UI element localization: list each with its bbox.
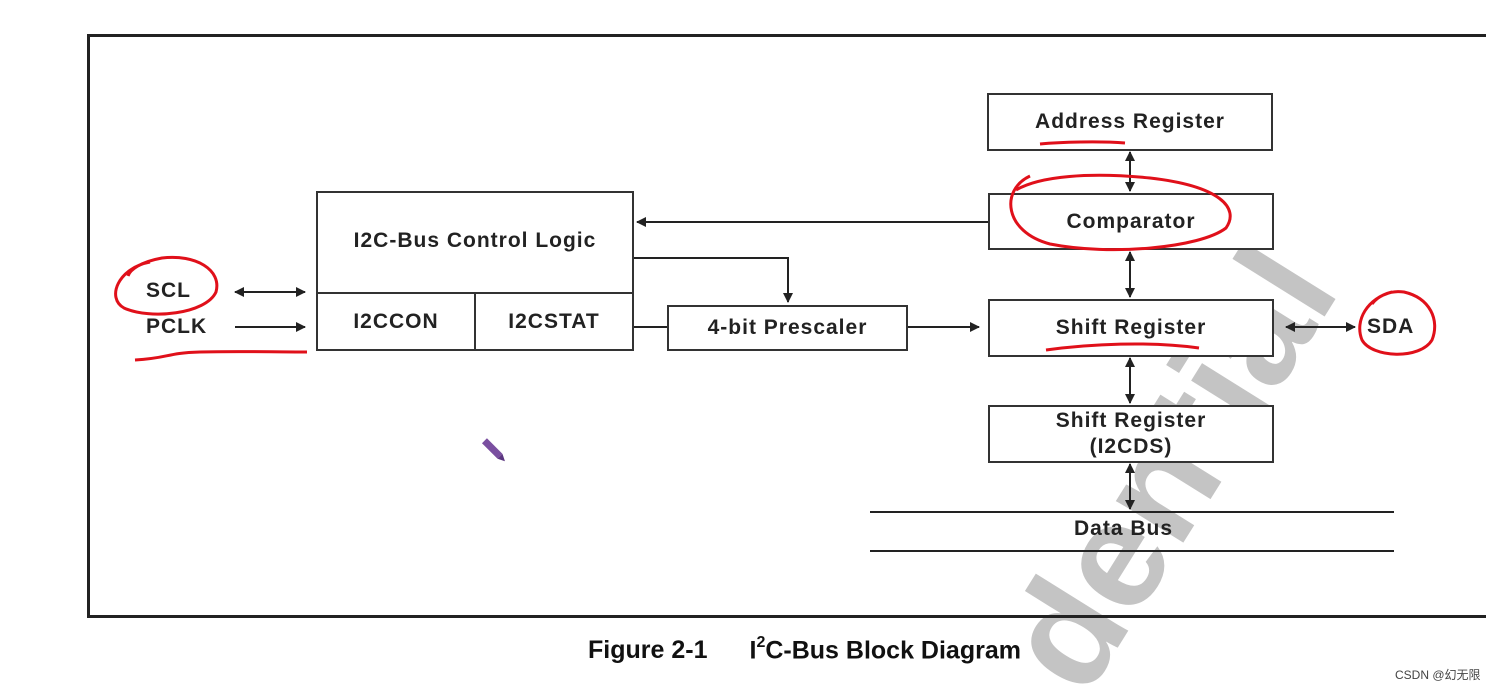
scl-label: SCL bbox=[146, 279, 191, 302]
i2ccon-label: I2CCON bbox=[353, 309, 439, 333]
prescaler-block: 4-bit Prescaler bbox=[667, 305, 908, 351]
figure-number: Figure 2-1 bbox=[588, 636, 708, 665]
shift-register-i2cds-block: Shift Register (I2CDS) bbox=[988, 405, 1274, 463]
address-register-block: Address Register bbox=[987, 93, 1273, 151]
i2ccon-block: I2CCON bbox=[316, 292, 476, 351]
scl-circle-annotation bbox=[114, 255, 219, 316]
comparator-circle-annotation bbox=[1009, 173, 1232, 252]
source-watermark: CSDN @幻无限 bbox=[1395, 668, 1481, 682]
sda-circle-annotation bbox=[1358, 290, 1437, 356]
sda-label: SDA bbox=[1367, 315, 1415, 338]
pclk-label: PCLK bbox=[146, 315, 208, 338]
figure-caption: Figure 2-1 I2C-Bus Block Diagram bbox=[588, 634, 1021, 665]
shift-register-i2cds-line1: Shift Register bbox=[1055, 409, 1207, 432]
diagram-frame bbox=[87, 34, 1486, 618]
pclk-underline-annotation bbox=[134, 350, 308, 362]
control-logic-block: I2C-Bus Control Logic bbox=[316, 191, 634, 294]
shift-register-i2cds-line2: (I2CDS) bbox=[1089, 435, 1173, 458]
comparator-label: Comparator bbox=[1066, 209, 1196, 233]
shift-register-underline-annotation bbox=[1045, 342, 1200, 352]
caption-title-superscript: 2 bbox=[756, 634, 766, 651]
caption-title-rest: C-Bus Block Diagram bbox=[765, 636, 1021, 665]
caption-title-prefix: I bbox=[749, 636, 757, 665]
prescaler-label: 4-bit Prescaler bbox=[707, 316, 868, 339]
shift-register-label: Shift Register bbox=[1055, 316, 1207, 339]
data-bus-label: Data Bus bbox=[1074, 517, 1174, 540]
i2cstat-block: I2CSTAT bbox=[474, 292, 634, 351]
shift-register-block: Shift Register bbox=[988, 299, 1274, 357]
i2cstat-label: I2CSTAT bbox=[508, 309, 600, 333]
pen-cursor-icon bbox=[481, 438, 505, 462]
address-register-label: Address Register bbox=[1035, 110, 1225, 133]
control-to-prescaler-arrow bbox=[633, 257, 793, 303]
comparator-block: Comparator bbox=[988, 193, 1274, 250]
address-register-underline-annotation bbox=[1039, 140, 1126, 146]
control-logic-label: I2C-Bus Control Logic bbox=[353, 228, 597, 252]
